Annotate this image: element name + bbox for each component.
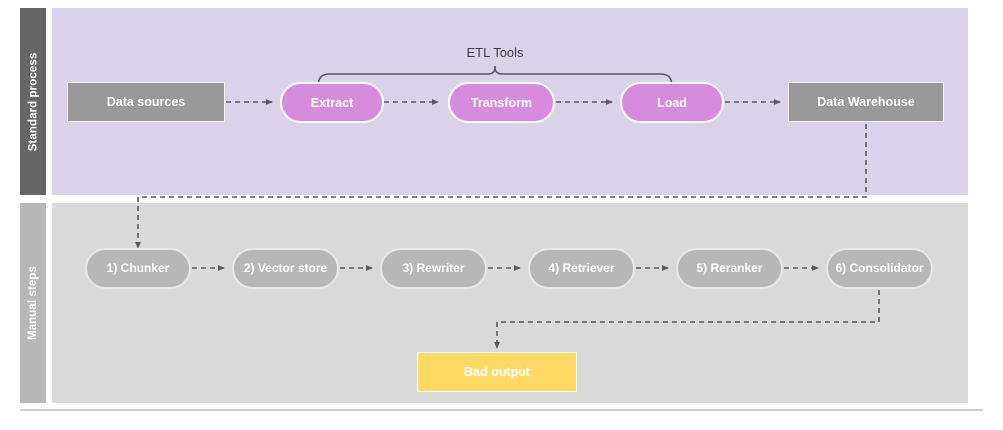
node-reranker[interactable]: 5) Reranker bbox=[676, 248, 783, 289]
lane-label-standard-process: Standard process bbox=[20, 8, 46, 195]
etl-tools-label: ETL Tools bbox=[466, 45, 524, 60]
node-chunker[interactable]: 1) Chunker bbox=[85, 248, 191, 289]
node-bad-output[interactable]: Bad output bbox=[417, 352, 577, 392]
node-extract[interactable]: Extract bbox=[280, 82, 384, 123]
node-retriever[interactable]: 4) Retriever bbox=[528, 248, 635, 289]
node-data-warehouse[interactable]: Data Warehouse bbox=[788, 82, 944, 122]
node-load[interactable]: Load bbox=[620, 82, 724, 123]
node-data-sources[interactable]: Data sources bbox=[67, 82, 225, 122]
node-consolidator[interactable]: 6) Consolidator bbox=[826, 248, 933, 289]
lane-label-manual-steps: Manual steps bbox=[20, 203, 46, 403]
node-rewriter[interactable]: 3) Rewriter bbox=[380, 248, 487, 289]
node-vector-store[interactable]: 2) Vector store bbox=[232, 248, 339, 289]
lane-label-standard-process-text: Standard process bbox=[27, 52, 39, 151]
lane-label-manual-steps-text: Manual steps bbox=[27, 265, 39, 341]
node-transform[interactable]: Transform bbox=[448, 82, 555, 123]
bottom-divider bbox=[20, 409, 983, 411]
